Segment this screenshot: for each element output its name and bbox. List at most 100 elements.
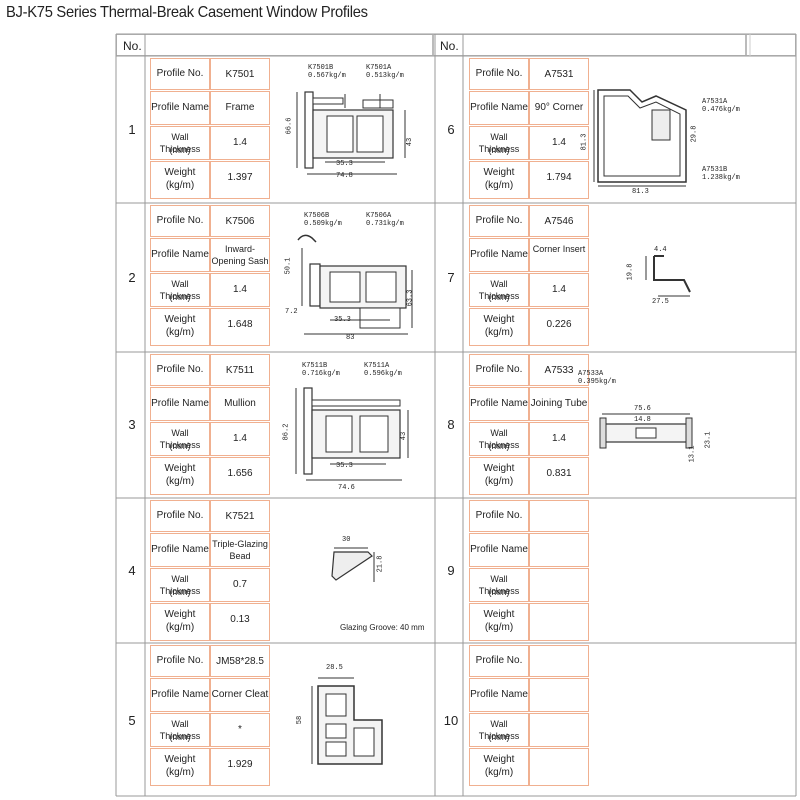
note-k7511b-weight: 0.716kg/m: [302, 370, 340, 378]
label-cell: [150, 457, 210, 495]
glazing-groove-note: Glazing Groove: 40 mm: [340, 623, 425, 632]
value-name: Frame: [225, 102, 255, 113]
label-weight-unit: (kg/m): [484, 327, 514, 338]
dim-width: 30: [342, 536, 351, 544]
row-number: 7: [447, 269, 455, 285]
page-title: BJ-K75 Series Thermal-Break Casement Win…: [6, 4, 368, 21]
value-cell: [529, 678, 589, 712]
value-name: Corner Cleat: [211, 689, 269, 700]
dim-height: 23.1: [704, 431, 713, 449]
label-wall-thickness-unit: (mm): [488, 145, 510, 155]
label-cell: [469, 91, 529, 125]
label-profile-no: Profile No.: [156, 215, 204, 226]
label-profile-no: Profile No.: [475, 510, 523, 521]
value-name: Corner Insert: [532, 244, 586, 254]
dim-lip: 13.1: [688, 445, 697, 463]
value-cell: [210, 422, 270, 456]
value-profile-no: JM58*28.5: [216, 656, 264, 667]
label-weight-unit: (kg/m): [165, 180, 195, 191]
note-k7501b-weight: 0.567kg/m: [308, 72, 346, 80]
dim-height: 21.8: [376, 555, 385, 573]
profile-drawing-a7533: [599, 413, 693, 449]
row-number: 4: [128, 562, 136, 578]
label-cell: [150, 161, 210, 199]
label-weight-unit: (kg/m): [484, 476, 514, 487]
value-cell: [210, 161, 270, 199]
value-name: Inward-Opening Sash: [211, 244, 269, 266]
value-cell: [210, 354, 270, 386]
value-cell: [529, 500, 589, 532]
label-cell: [469, 645, 529, 677]
dim-right: 43: [400, 431, 409, 441]
note-a7531a-weight: 0.476kg/m: [702, 106, 740, 114]
label-wall-thickness: Wall Thickness: [159, 428, 201, 450]
label-weight: Weight: [164, 609, 196, 620]
dim-width: 75.6: [634, 405, 651, 413]
label-cell: [150, 748, 210, 786]
label-profile-name: Profile Name: [470, 102, 528, 113]
dim-height: 58: [296, 715, 305, 725]
label-weight-unit: (kg/m): [484, 767, 514, 778]
value-cell: [210, 568, 270, 602]
dim-width: 83: [346, 334, 355, 342]
profile-drawing-k7521: [331, 547, 375, 582]
value-weight: 1.929: [227, 759, 253, 770]
dim-inner: 14.8: [634, 416, 651, 424]
note-k7506a: K7506A: [366, 212, 392, 220]
note-a7531b: A7531B: [702, 166, 728, 174]
label-weight-unit: (kg/m): [165, 327, 195, 338]
value-profile-no: K7506: [225, 216, 255, 227]
dim-height: 86.2: [282, 423, 291, 441]
value-weight: 0.831: [546, 468, 572, 479]
label-profile-name: Profile Name: [151, 102, 209, 113]
value-thickness: 1.4: [233, 137, 247, 148]
label-cell: [469, 354, 529, 386]
label-profile-name: Profile Name: [470, 544, 528, 555]
label-weight: Weight: [483, 167, 515, 178]
label-cell: [469, 205, 529, 237]
value-cell: [529, 603, 589, 641]
row-number: 3: [128, 417, 136, 432]
label-cell: [469, 126, 529, 160]
label-cell: [469, 568, 529, 602]
label-cell: [469, 457, 529, 495]
note-k7506b: K7506B: [304, 212, 330, 220]
value-profile-no: K7511: [225, 365, 255, 376]
value-cell: [529, 568, 589, 602]
label-wall-thickness: Wall Thickness: [478, 132, 520, 154]
value-profile-no: K7521: [225, 511, 255, 522]
row-number: 1: [128, 121, 136, 137]
value-cell: [210, 603, 270, 641]
row-number: 2: [128, 269, 136, 285]
value-cell: [529, 387, 589, 421]
profile-shape: [359, 307, 401, 329]
label-profile-name: Profile Name: [470, 398, 528, 409]
profile-shape: [311, 399, 401, 407]
label-weight: Weight: [483, 463, 515, 474]
profile-shape: [329, 271, 361, 303]
label-profile-name: Profile Name: [470, 689, 528, 700]
value-cell: [529, 645, 589, 677]
label-profile-no: Profile No.: [156, 510, 204, 521]
label-weight: Weight: [483, 609, 515, 620]
label-cell: [469, 273, 529, 307]
profile-shape: [325, 693, 347, 717]
label-wall-thickness-unit: (mm): [488, 732, 510, 742]
row-number: 5: [128, 712, 136, 728]
dim-width: 27.5: [652, 298, 669, 306]
value-thickness: 1.4: [233, 433, 247, 444]
value-cell: [529, 748, 589, 786]
value-cell: [529, 308, 589, 346]
value-cell: [210, 238, 270, 272]
value-cell: [210, 273, 270, 307]
dim-inner: 35.3: [334, 316, 351, 324]
note-a7533a: A7533A: [578, 370, 604, 378]
label-cell: [150, 308, 210, 346]
label-profile-no: Profile No.: [475, 364, 523, 375]
profile-shape: [325, 415, 353, 453]
profile-shape: [685, 417, 693, 449]
profile-shape: [599, 417, 607, 449]
label-cell: [150, 713, 210, 747]
label-wall-thickness-unit: (mm): [488, 292, 510, 302]
